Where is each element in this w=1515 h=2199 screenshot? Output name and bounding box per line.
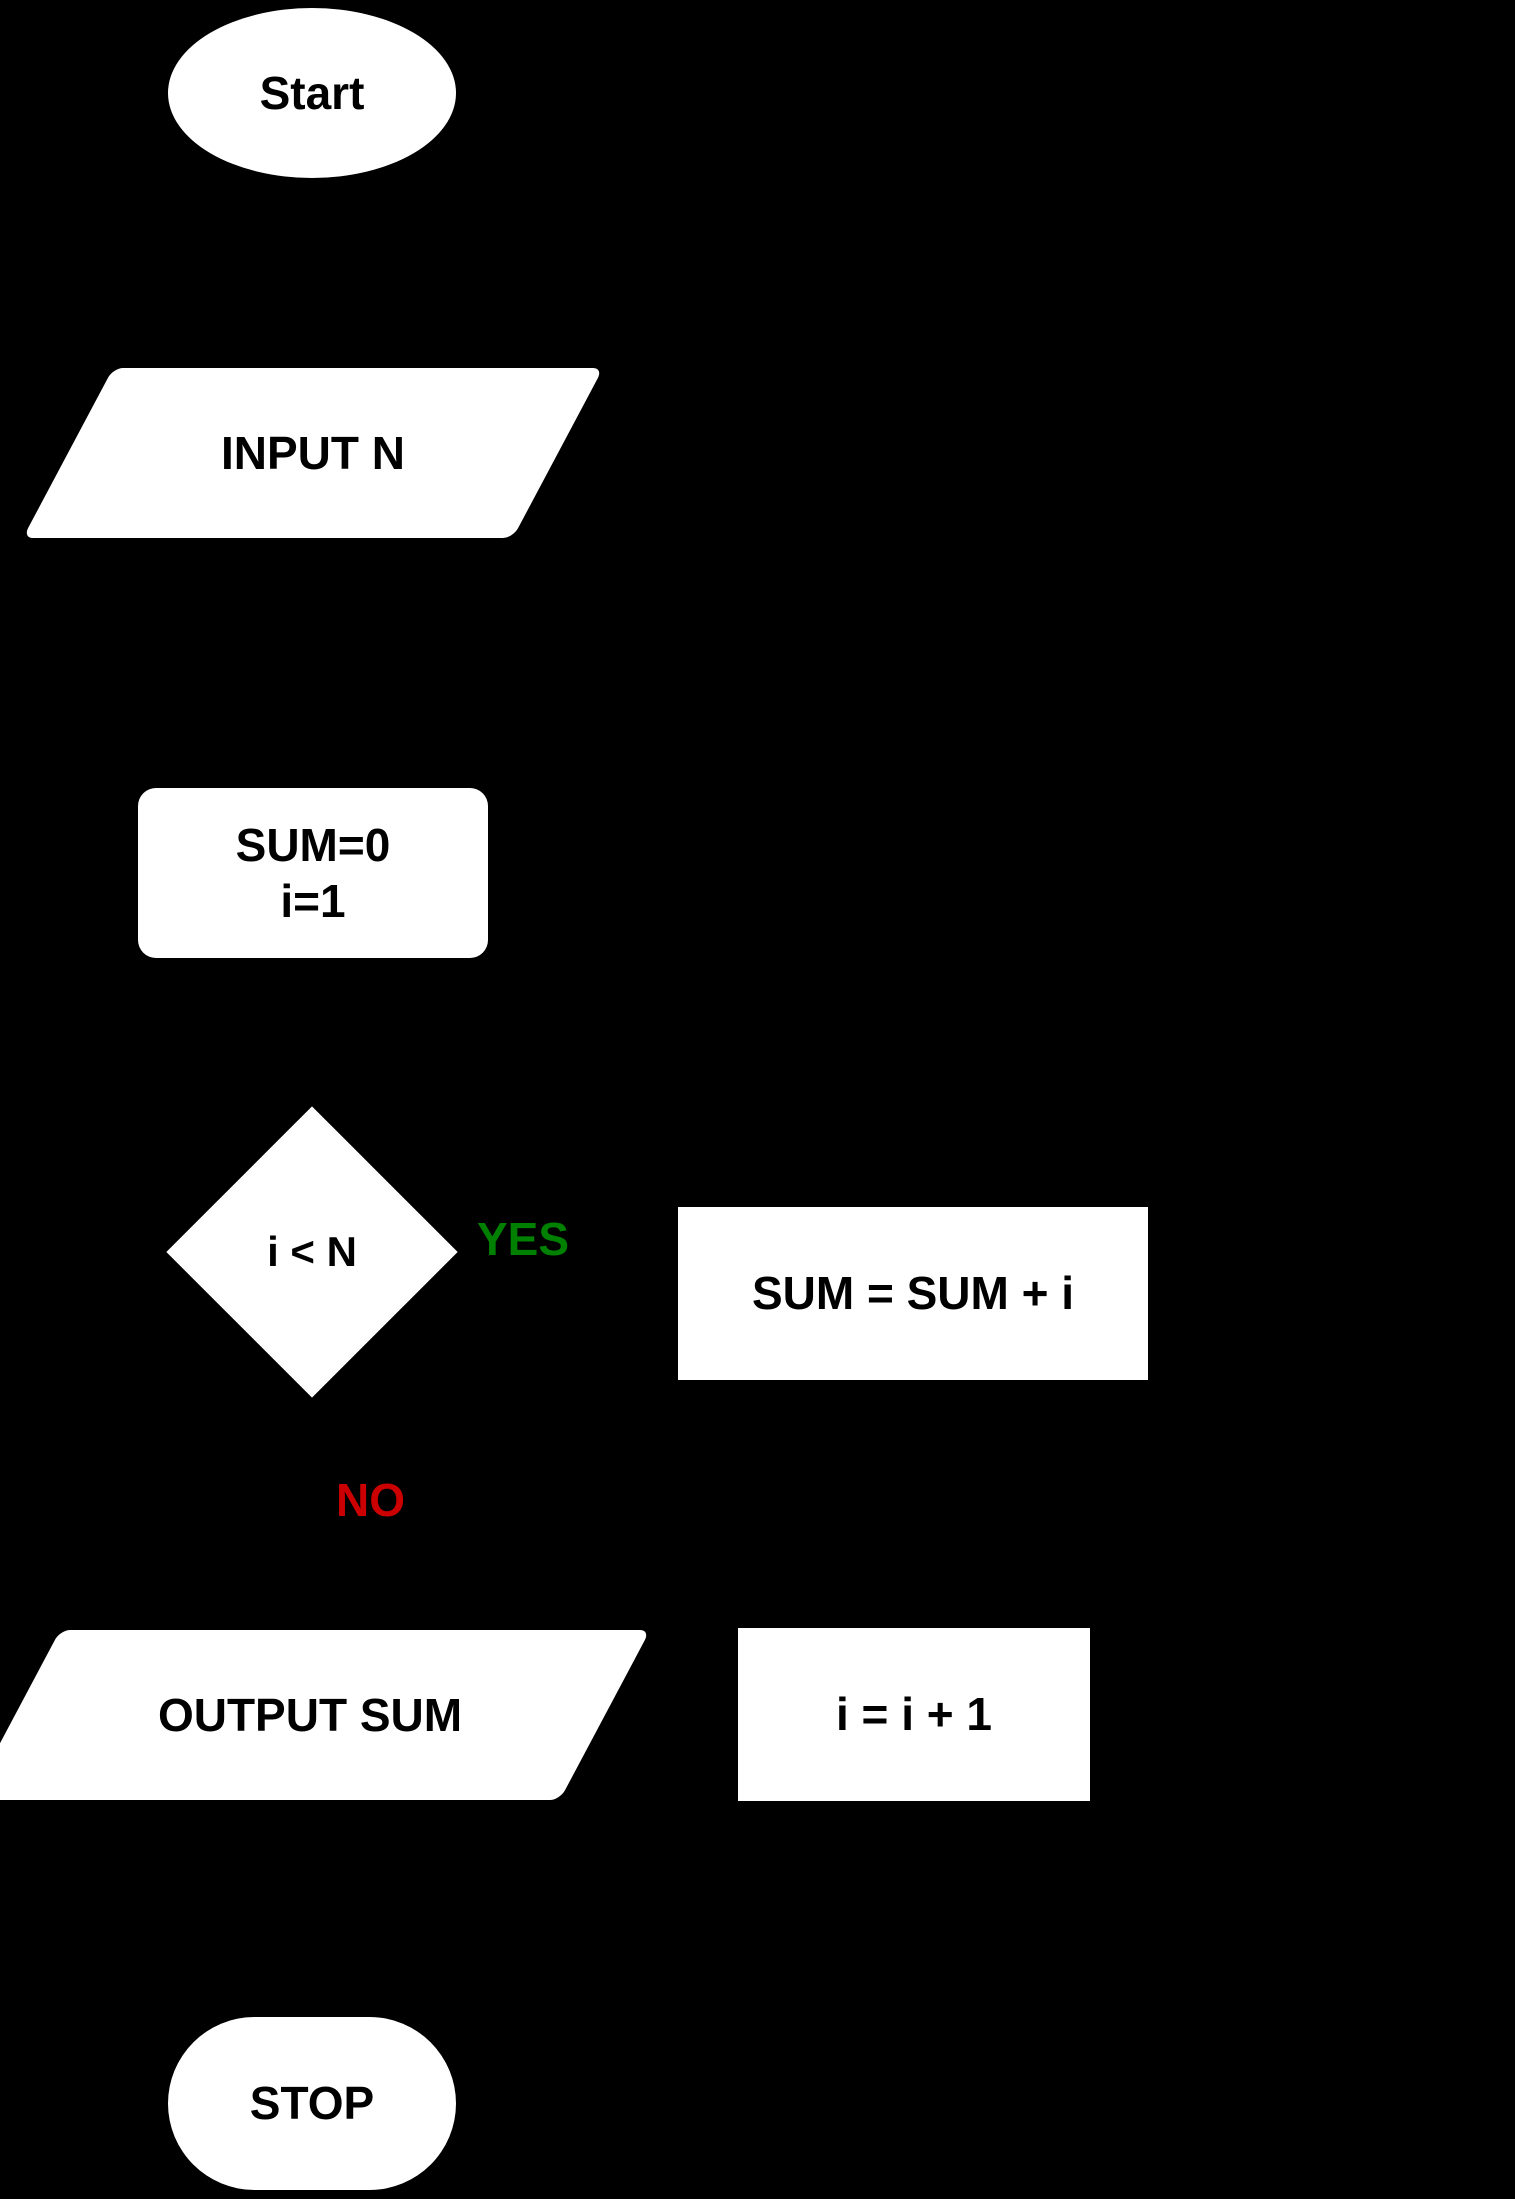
node-output-sum-label: OUTPUT SUM <box>157 1688 463 1741</box>
node-increment-label: i = i + 1 <box>836 1688 992 1741</box>
node-increment[interactable]: i = i + 1 <box>738 1628 1090 1801</box>
node-decision-label: i < N <box>267 1228 357 1276</box>
node-input-n[interactable]: INPUT N <box>22 368 604 538</box>
node-start-label: Start <box>259 66 365 119</box>
node-input-n-label: INPUT N <box>221 426 405 479</box>
edge-label-no: NO <box>336 1474 405 1526</box>
node-initialize[interactable]: SUM=0 i=1 <box>138 788 488 958</box>
node-stop-label: STOP <box>249 2077 375 2130</box>
node-accumulate[interactable]: SUM = SUM + i <box>678 1207 1148 1380</box>
node-output-sum[interactable]: OUTPUT SUM <box>0 1630 651 1800</box>
node-accumulate-label: SUM = SUM + i <box>751 1267 1075 1320</box>
edge-label-yes: YES <box>477 1213 570 1265</box>
node-initialize-label: SUM=0 i=1 <box>235 818 391 927</box>
node-start[interactable]: Start <box>168 8 456 178</box>
node-stop[interactable]: STOP <box>168 2017 456 2190</box>
node-decision-i-lt-n[interactable]: i < N <box>166 1106 458 1398</box>
